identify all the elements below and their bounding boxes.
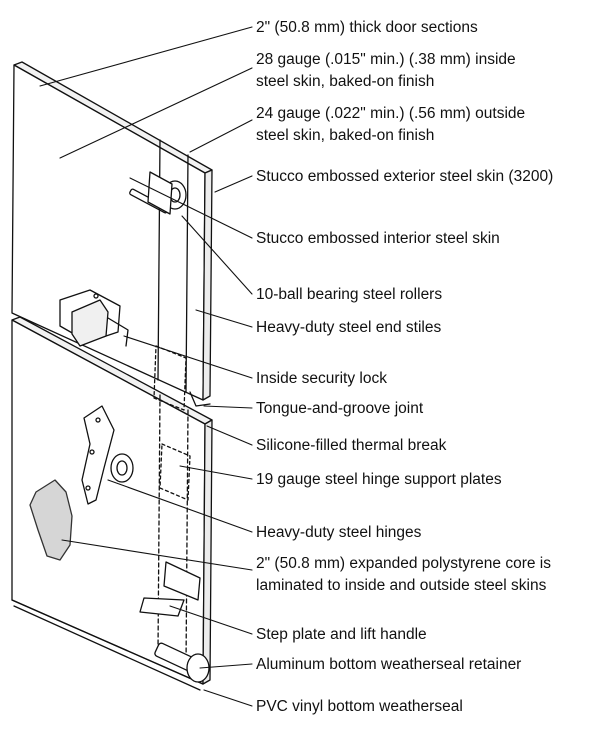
step-plate-lift-handle [139, 561, 201, 617]
callout-polystyrene-core: 2" (50.8 mm) expanded polystyrene core i… [256, 555, 551, 594]
roller-middle [110, 453, 134, 483]
callout-step-plate-lift-handle: Step plate and lift handle [256, 626, 427, 643]
hinge-support-plate-lower [159, 443, 191, 501]
callout-stucco-exterior-skin: Stucco embossed exterior steel skin (320… [256, 168, 554, 185]
callout-thick-door-sections: 2" (50.8 mm) thick door sections [256, 19, 478, 36]
hinge-support-plate [153, 345, 187, 411]
callout-inside-steel-skin: 28 gauge (.015" min.) (.38 mm) inside st… [256, 51, 516, 90]
roller-bottom [154, 642, 210, 683]
leader-lines [39, 26, 253, 707]
callout-outside-steel-skin: 24 gauge (.022" min.) (.56 mm) outside s… [256, 105, 526, 144]
callout-tongue-groove-joint: Tongue-and-groove joint [256, 400, 424, 417]
steel-hinge [81, 405, 115, 505]
callout-vinyl-weatherseal: PVC vinyl bottom weatherseal [256, 698, 463, 715]
callout-hinge-support-plates: 19 gauge steel hinge support plates [256, 471, 502, 488]
callout-thermal-break: Silicone-filled thermal break [256, 437, 447, 454]
callout-steel-hinges: Heavy-duty steel hinges [256, 524, 422, 541]
callout-security-lock: Inside security lock [256, 370, 387, 387]
security-lock [59, 289, 129, 347]
callout-ball-bearing-rollers: 10-ball bearing steel rollers [256, 286, 443, 303]
callout-stucco-interior-skin: Stucco embossed interior steel skin [256, 230, 500, 247]
callout-end-stiles: Heavy-duty steel end stiles [256, 319, 442, 336]
lower-door-section [11, 316, 213, 691]
callout-weatherseal-retainer: Aluminum bottom weatherseal retainer [256, 656, 522, 673]
